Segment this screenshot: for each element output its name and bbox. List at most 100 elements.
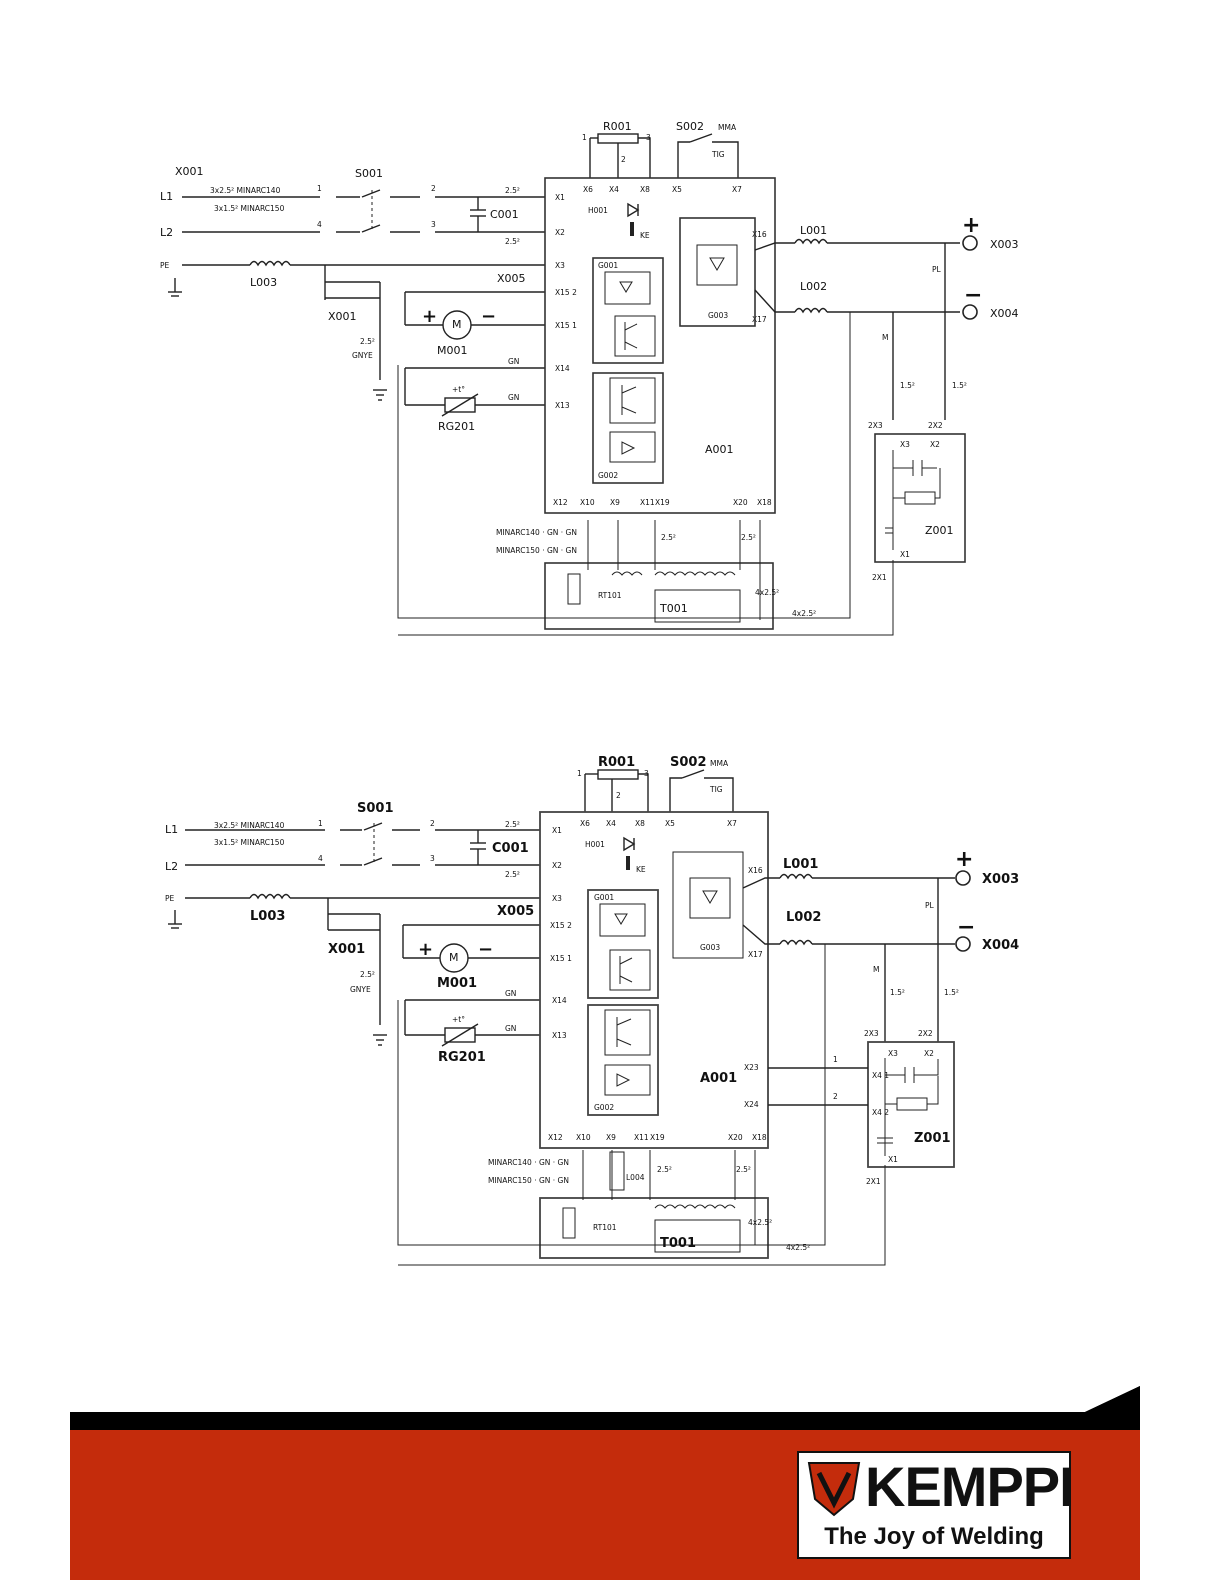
transformer-wiring [397,312,894,636]
schematic-2: L1 L2 PE 3x2.5² MINARC140 3x1.5² MINARC1… [165,755,1019,1266]
wire-gn-2: GN [505,1024,516,1033]
choke-l002-label: L002 [800,280,827,293]
kemppi-logo: KEMPPI The Joy of Welding [797,1451,1075,1559]
module-g001-label: G001 [598,261,618,270]
wire-size-x1: 2.5² [505,186,520,195]
terminal-x003-label: X003 [990,238,1019,251]
wire-note-4: 4x2.5² [748,1218,772,1227]
module-g001-label: G001 [594,893,614,902]
motor-m001-label: M001 [437,976,477,991]
wire-size-x2: 2.5² [505,237,520,246]
switch-pin-3: 3 [430,854,435,863]
terminal-x004-label: X004 [990,307,1019,320]
wire-note-4: 4x2.5² [755,588,779,597]
thermistor-arrow [441,393,479,417]
transformer-core [654,1219,741,1253]
choke-l003-label: L003 [250,909,285,924]
pot-r001 [597,133,639,144]
ptc-label: RT101 [593,1223,617,1232]
led-h001 [627,202,640,218]
transformer-block [544,562,774,630]
g003-diode [709,257,725,271]
motor-symbol: M [452,318,462,331]
board-a001-label: A001 [705,443,734,456]
pin-x12: X12 [553,498,568,507]
choke-l001 [779,873,813,880]
pin-x23: X23 [744,1063,759,1072]
pin-x7: X7 [727,819,737,828]
pin-x16: X16 [748,866,763,875]
wire-x17 [742,924,780,945]
g001-rectifier [604,271,651,305]
switch-s001-blade-2 [361,224,381,233]
pot-lead-3 [638,137,651,178]
choke-l002 [779,939,813,946]
transformer-block [539,1197,769,1259]
motor-minus: − [481,306,496,327]
mode-switch-tig: TIG [711,150,725,159]
filter-pin-2x1: 2X1 [872,573,887,582]
pin-x4: X4 [606,819,616,828]
transformer-core [654,589,741,623]
module-g001 [592,257,664,364]
filter-wire-2: 1.5² [944,988,959,997]
filter-pin-x1: X1 [888,1155,898,1164]
pin-x7: X7 [732,185,742,194]
pin-x20: X20 [728,1133,743,1142]
wire-note-3: 4x2.5² [786,1243,810,1252]
model-note-1: MINARC140 · GN · GN [496,528,577,537]
switch-pin-4: 4 [317,220,322,229]
choke-l004-label: L004 [626,1173,645,1182]
pot-pin-2: 2 [616,791,621,800]
mode-switch-lead-1 [669,777,682,812]
filter-pin-x2: X2 [924,1049,934,1058]
thermistor-label: RG201 [438,1050,486,1065]
mode-switch-lead-2 [704,777,734,812]
pot-pin-1: 1 [582,133,587,142]
filter-pin-2x3: 2X3 [868,421,883,430]
transformer-label: T001 [660,1236,696,1251]
g002-transistor [609,377,656,424]
choke-l003-label: L003 [250,276,277,289]
filter-pin-x3: X3 [888,1049,898,1058]
pin-x16: X16 [752,230,767,239]
mains-l1-label: L1 [165,823,178,836]
pin-x15-1: X15 1 [555,321,577,330]
terminal-x004-label: X004 [982,938,1019,953]
ptc-label: RT101 [598,591,622,600]
g002-transistor-symbol [616,1017,632,1047]
wire-note-1: 2.5² [661,533,676,542]
g001-transistor [614,315,656,357]
motor-m001 [442,310,472,340]
motor-m001 [439,943,469,973]
motor-plus: + [418,939,433,960]
mode-switch-lead-2 [712,141,739,178]
pin-x6: X6 [583,185,593,194]
g001-diode [614,913,628,925]
pot-pin-2: 2 [621,155,626,164]
pin-x15-1: X15 1 [550,954,572,963]
wire-size-x1: 2.5² [505,820,520,829]
thermistor-symbol: +t° [452,385,465,394]
wire-note-2: 2.5² [741,533,756,542]
module-g003 [679,217,756,327]
pot-r001-label: R001 [598,755,635,770]
wire-x16 [754,242,795,251]
pin-x17: X17 [748,950,763,959]
brand-wordmark: KEMPPI [865,1455,1075,1518]
led-sub: KE [636,865,646,874]
filter-resistor [896,1097,928,1111]
switch-s001-blade-2 [363,857,383,866]
choke-l001 [794,238,828,245]
pin-x14: X14 [555,364,570,373]
pot-pin-3: 3 [646,133,651,142]
thermistor-arrow [441,1023,479,1047]
model-note-2: MINARC150 · GN · GN [488,1176,569,1185]
pin-x17: X17 [752,315,767,324]
pin-x19: X19 [650,1133,665,1142]
board-a001 [544,177,776,514]
connector-x001-label: X001 [328,310,357,323]
led-h001 [623,836,636,852]
terminal-x004 [962,304,978,320]
